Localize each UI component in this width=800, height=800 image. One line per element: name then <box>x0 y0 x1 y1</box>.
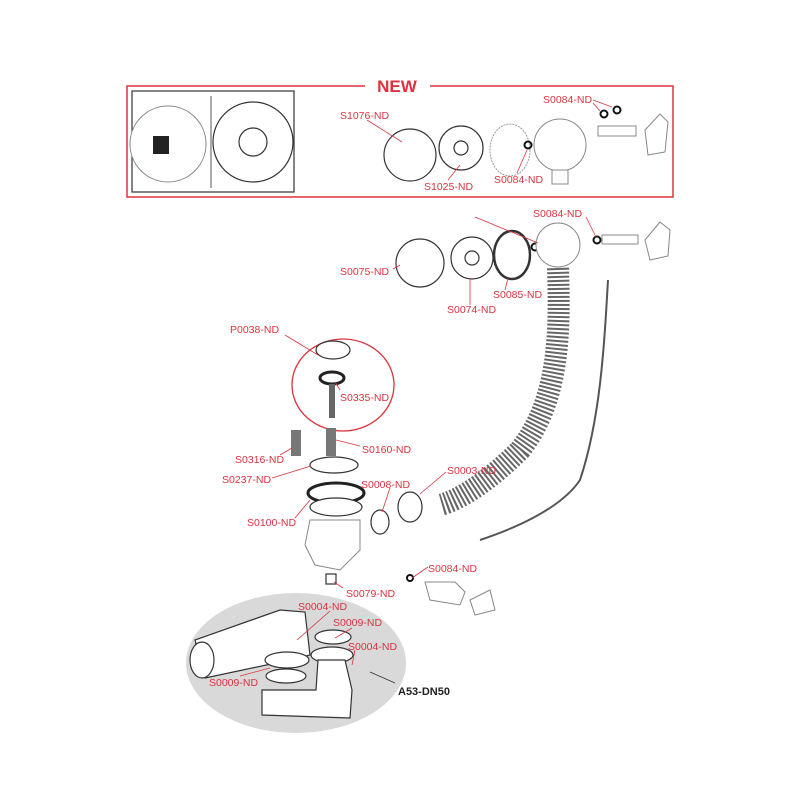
label-s0004: S0004-ND <box>298 601 347 613</box>
label-s0100: S0100-ND <box>247 517 296 529</box>
plug-p0038 <box>315 340 351 360</box>
label-s0335: S0335-ND <box>340 392 389 404</box>
label-s0008: S0008-ND <box>361 479 410 491</box>
label-s0084: S0084-ND <box>494 174 543 186</box>
spindle-s0160 <box>326 428 336 456</box>
label-s0160: S0160-ND <box>362 444 411 456</box>
label-s0074: S0074-ND <box>447 304 496 316</box>
flexible-hose-s0003 <box>436 267 570 516</box>
label-s0085: S0085-ND <box>493 289 542 301</box>
model-label: A53-DN50 <box>398 686 450 698</box>
spindle-s0316 <box>291 430 301 456</box>
label-p0038: P0038-ND <box>230 324 279 336</box>
label-s0084: S0084-ND <box>533 208 582 220</box>
label-s0004: S0004-ND <box>348 641 397 653</box>
label-s1025: S1025-ND <box>424 181 473 193</box>
drain-body <box>304 519 361 571</box>
label-s0237: S0237-ND <box>222 474 271 486</box>
siphon-a53-dn50 <box>186 593 406 733</box>
knob-s1076 <box>383 128 437 182</box>
label-s0075: S0075-ND <box>340 266 389 278</box>
cable <box>479 279 609 541</box>
label-s0084: S0084-ND <box>543 94 592 106</box>
new-banner: NEW <box>377 77 418 96</box>
label-s0009: S0009-ND <box>333 617 382 629</box>
label-s1076: S1076-ND <box>340 110 389 122</box>
part-labels: S0084-ND S1076-ND S1025-ND S0084-ND S008… <box>209 94 592 698</box>
overflow-body <box>533 118 587 172</box>
label-s0079: S0079-ND <box>346 588 395 600</box>
label-s0084: S0084-ND <box>428 563 477 575</box>
plug-highlight <box>291 338 395 432</box>
label-s0003: S0003-ND <box>447 465 496 477</box>
label-s0316: S0316-ND <box>235 454 284 466</box>
flange-s0237 <box>309 456 359 474</box>
label-s0009: S0009-ND <box>209 677 258 689</box>
knob-s0075 <box>395 238 445 288</box>
new-parts-frame: NEW <box>126 77 674 198</box>
main-assembly <box>271 216 671 616</box>
